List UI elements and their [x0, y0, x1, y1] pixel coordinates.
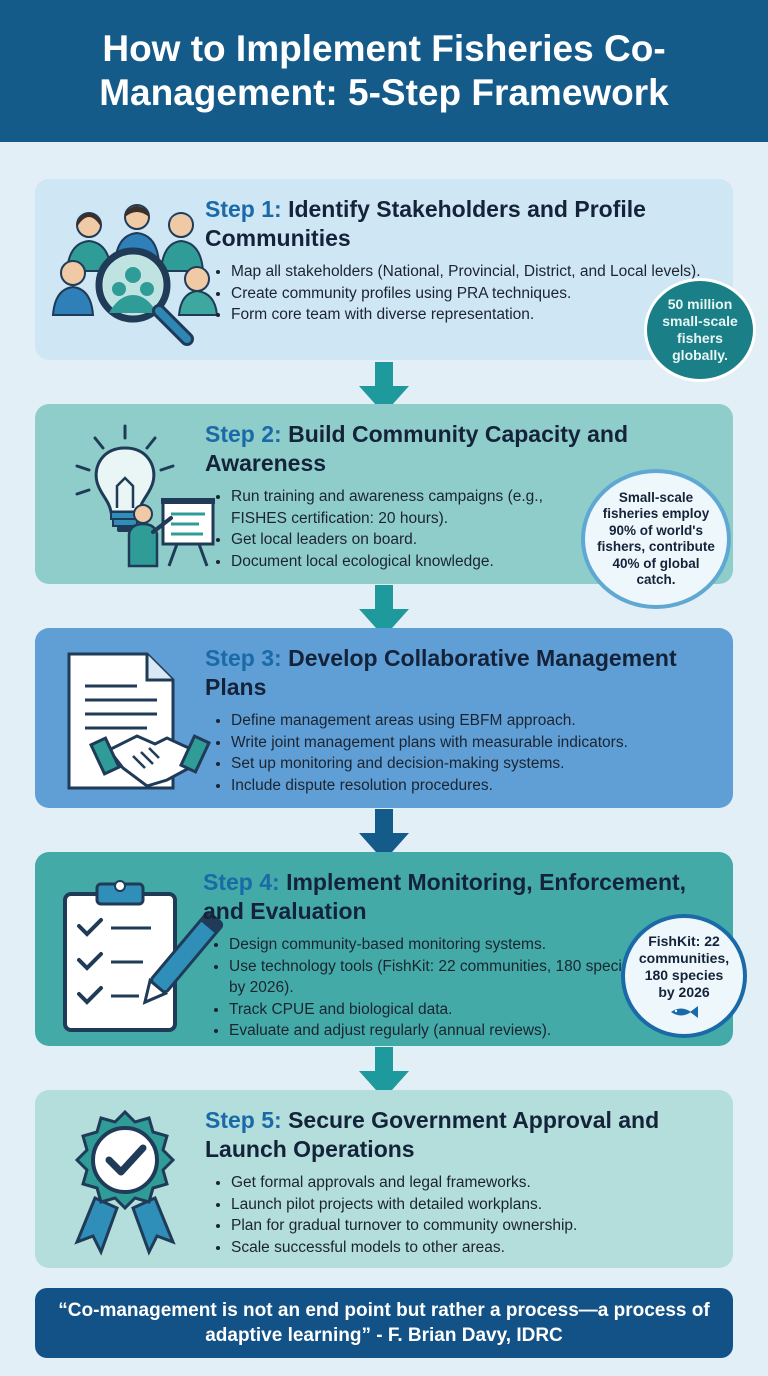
- arrow-down-icon: [359, 585, 409, 637]
- step-4-bullets: Design community-based monitoring system…: [203, 934, 649, 1042]
- page-title: How to Implement Fisheries Co-Management…: [99, 28, 669, 113]
- stat-badge-fishers: 50 million small-scale fishers globally.: [644, 278, 756, 382]
- list-item: Launch pilot projects with detailed work…: [231, 1194, 715, 1216]
- step-5-content: Step 5: Secure Government Approval and L…: [205, 1106, 715, 1258]
- step-1-title: Step 1: Identify Stakeholders and Profil…: [205, 196, 646, 251]
- stat-badge-small-scale: Small-scale fisheries employ 90% of worl…: [581, 469, 731, 609]
- step-3-card: Step 3: Develop Collaborative Management…: [35, 628, 733, 808]
- list-item: Scale successful models to other areas.: [231, 1237, 715, 1259]
- list-item: Use technology tools (FishKit: 22 commun…: [229, 956, 649, 999]
- step-4-title: Step 4: Implement Monitoring, Enforcemen…: [203, 869, 687, 924]
- quote-banner: “Co-management is not an end point but r…: [35, 1288, 733, 1358]
- list-item: Design community-based monitoring system…: [229, 934, 649, 956]
- arrow-down-icon: [359, 1047, 409, 1099]
- document-handshake-icon: [47, 640, 227, 800]
- lightbulb-presenter-icon: [47, 416, 227, 576]
- step-3-bullets: Define management areas using EBFM appro…: [205, 710, 715, 796]
- clipboard-checklist-icon: [47, 864, 227, 1039]
- step-2-title: Step 2: Build Community Capacity and Awa…: [205, 421, 629, 476]
- list-item: Run training and awareness campaigns (e.…: [231, 486, 591, 529]
- step-1-card: Step 1: Identify Stakeholders and Profil…: [35, 179, 733, 360]
- list-item: Include dispute resolution procedures.: [231, 775, 715, 797]
- step-5-title: Step 5: Secure Government Approval and L…: [205, 1107, 660, 1162]
- list-item: Get formal approvals and legal framework…: [231, 1172, 715, 1194]
- list-item: Track CPUE and biological data.: [229, 999, 649, 1021]
- step-5-bullets: Get formal approvals and legal framework…: [205, 1172, 715, 1258]
- step-1-bullets: Map all stakeholders (National, Provinci…: [205, 261, 715, 326]
- stakeholders-magnifier-icon: [47, 191, 227, 351]
- header-banner: How to Implement Fisheries Co-Management…: [0, 0, 768, 142]
- fish-icon: [671, 1006, 698, 1018]
- step-2-content: Step 2: Build Community Capacity and Awa…: [205, 420, 715, 572]
- list-item: Define management areas using EBFM appro…: [231, 710, 715, 732]
- arrow-down-icon: [359, 362, 409, 414]
- stat-badge-fishkit: FishKit: 22 communities, 180 species by …: [621, 914, 747, 1038]
- list-item: Get local leaders on board.: [231, 529, 591, 551]
- list-item: Document local ecological knowledge.: [231, 551, 591, 573]
- list-item: Map all stakeholders (National, Provinci…: [231, 261, 715, 283]
- step-3-content: Step 3: Develop Collaborative Management…: [205, 644, 715, 796]
- step-3-title: Step 3: Develop Collaborative Management…: [205, 645, 677, 700]
- list-item: Form core team with diverse representati…: [231, 304, 715, 326]
- step-4-content: Step 4: Implement Monitoring, Enforcemen…: [203, 868, 713, 1042]
- list-item: Write joint management plans with measur…: [231, 732, 715, 754]
- arrow-down-icon: [359, 809, 409, 861]
- quote-text: “Co-management is not an end point but r…: [58, 1300, 710, 1346]
- list-item: Create community profiles using PRA tech…: [231, 283, 715, 305]
- list-item: Evaluate and adjust regularly (annual re…: [229, 1020, 649, 1042]
- approval-rosette-icon: [47, 1102, 227, 1262]
- step-1-content: Step 1: Identify Stakeholders and Profil…: [205, 195, 715, 326]
- step-4-card: Step 4: Implement Monitoring, Enforcemen…: [35, 852, 733, 1046]
- step-2-bullets: Run training and awareness campaigns (e.…: [205, 486, 591, 572]
- list-item: Plan for gradual turnover to community o…: [231, 1215, 715, 1237]
- step-5-card: Step 5: Secure Government Approval and L…: [35, 1090, 733, 1268]
- list-item: Set up monitoring and decision-making sy…: [231, 753, 715, 775]
